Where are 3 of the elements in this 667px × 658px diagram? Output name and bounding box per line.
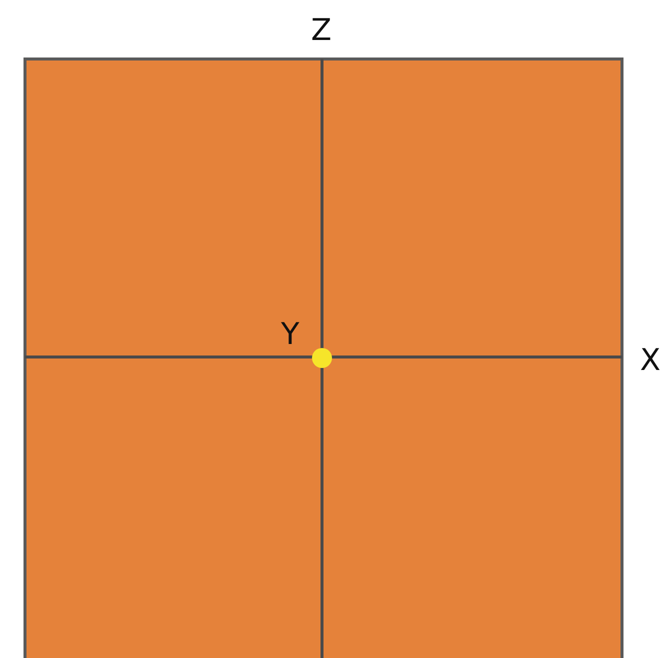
axis-label: Z <box>311 16 332 46</box>
axis-label: Y <box>281 320 300 350</box>
axis-label: X <box>640 346 661 376</box>
